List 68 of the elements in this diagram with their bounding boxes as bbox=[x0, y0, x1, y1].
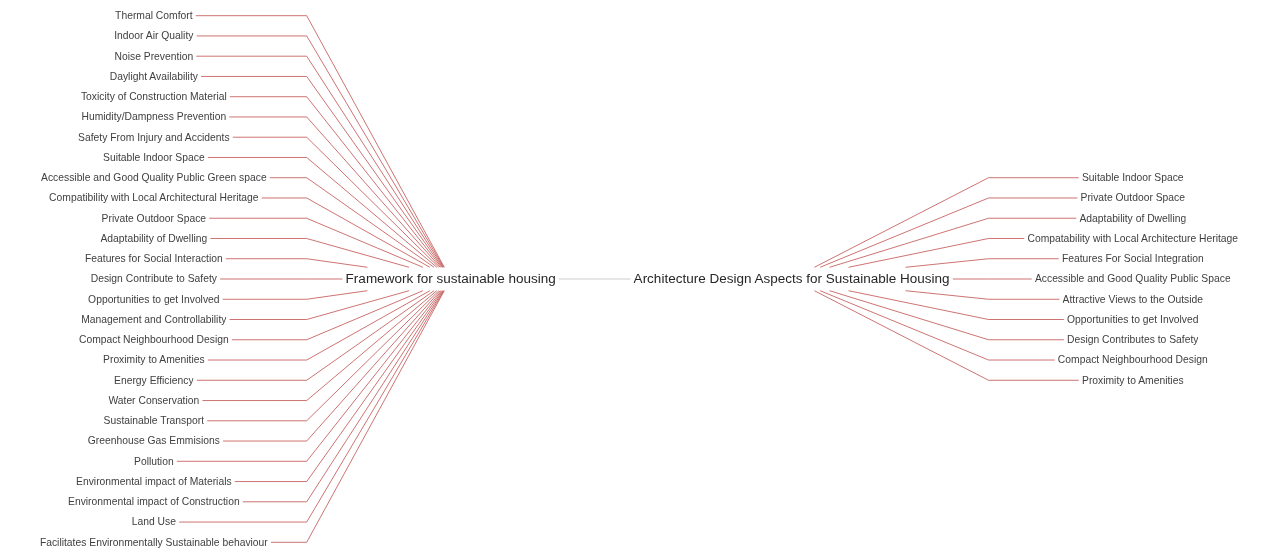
node-text: Noise Prevention bbox=[114, 50, 194, 62]
connector bbox=[207, 290, 431, 361]
connector bbox=[222, 290, 441, 442]
connector bbox=[222, 290, 368, 300]
node-text: Architecture Design Aspects for Sustainable Housing bbox=[633, 271, 950, 287]
node-text: Environmental impact of Materials bbox=[76, 475, 232, 488]
connector bbox=[819, 197, 1078, 268]
node-text: Toxicity of Construction Material bbox=[80, 90, 227, 103]
connector bbox=[814, 290, 1080, 381]
node-text: Design Contribute to Safety bbox=[90, 272, 217, 285]
node-text: Suitable Indoor Space bbox=[103, 151, 205, 164]
connector bbox=[178, 290, 445, 523]
node-text: Features for Social Interaction bbox=[84, 252, 223, 265]
connector bbox=[269, 177, 435, 268]
connector bbox=[814, 177, 1080, 268]
connector bbox=[905, 290, 1060, 300]
node-text: Opportunities to get Involved bbox=[1067, 313, 1199, 326]
node-text: Design Contributes to Safety bbox=[1067, 333, 1199, 346]
connector bbox=[210, 238, 410, 268]
node-text: Framework for sustainable housing bbox=[345, 271, 556, 287]
node-text: Proximity to Amenities bbox=[103, 353, 205, 366]
node-text: Private Outdoor Space bbox=[101, 212, 207, 224]
connector bbox=[261, 197, 431, 268]
node-text: Facilitates Environmentally Sustainable behaviour bbox=[39, 536, 268, 549]
node-text: Land Use bbox=[131, 515, 176, 528]
connector bbox=[848, 238, 1025, 268]
node-text: Daylight Availability bbox=[109, 70, 198, 83]
connector bbox=[270, 290, 445, 543]
connector bbox=[905, 258, 1060, 268]
connector bbox=[229, 290, 410, 320]
connector bbox=[819, 290, 1056, 361]
node-text: Indoor Air Quality bbox=[114, 29, 194, 42]
node-text: Safety From Injury and Accidents bbox=[78, 131, 230, 143]
node-text: Water Conservation bbox=[108, 394, 200, 407]
connector bbox=[225, 258, 368, 268]
connector bbox=[207, 157, 438, 268]
node-text: Adaptability of Dwelling bbox=[100, 232, 208, 245]
node-text: Greenhouse Gas Emmisions bbox=[87, 434, 220, 447]
node-text: Attractive Views to the Outside bbox=[1062, 293, 1203, 306]
node-text: Proximity to Amenities bbox=[1081, 374, 1184, 387]
node-text: Accessible and Good Quality Public Green space bbox=[41, 171, 267, 184]
node-text: Humidity/Dampness Prevention bbox=[81, 110, 227, 123]
node-text: Opportunities to get Involved bbox=[88, 293, 220, 306]
node-text: Private Outdoor Space bbox=[1080, 191, 1186, 204]
node-text: Management and Controllability bbox=[81, 313, 227, 326]
connector bbox=[196, 290, 435, 381]
node-text: Energy Efficiency bbox=[114, 374, 194, 387]
connector bbox=[848, 290, 1065, 320]
node-text: Suitable Indoor Space bbox=[1081, 171, 1184, 184]
node-text: Accessible and Good Quality Public Space bbox=[1034, 272, 1231, 285]
node-text: Environmental impact of Construction bbox=[68, 495, 240, 508]
node-text: Features For Social Integration bbox=[1061, 252, 1204, 265]
connector bbox=[176, 290, 442, 462]
node-text: Thermal Comfort bbox=[115, 9, 193, 22]
connector bbox=[206, 290, 440, 422]
connector bbox=[208, 217, 424, 268]
node-text: Adaptability of Dwelling bbox=[1079, 212, 1187, 224]
connector bbox=[232, 136, 440, 268]
connector bbox=[829, 217, 1077, 268]
connector bbox=[231, 290, 424, 341]
node-text: Compatability with Local Architecture Heritage bbox=[1027, 232, 1239, 245]
connector bbox=[829, 290, 1065, 341]
node-text: Compact Neighbourhood Design bbox=[78, 333, 229, 346]
connector bbox=[202, 290, 438, 401]
node-text: Compatibility with Local Architectural Heritage bbox=[49, 191, 259, 204]
node-text: Pollution bbox=[134, 455, 174, 468]
node-text: Compact Neighbourhood Design bbox=[1057, 353, 1208, 366]
node-text: Sustainable Transport bbox=[103, 414, 205, 427]
